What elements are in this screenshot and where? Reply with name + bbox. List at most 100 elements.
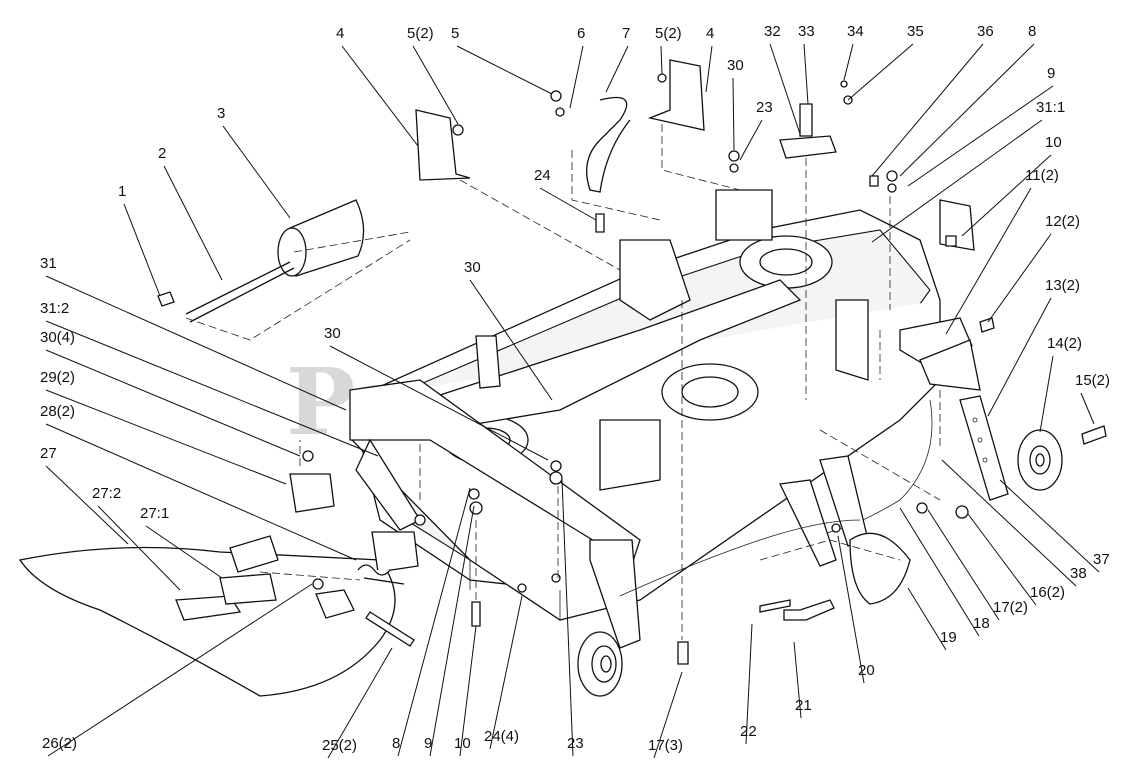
leader-line-c-9b bbox=[429, 505, 475, 757]
callout-c-13-2: 13(2) bbox=[1045, 277, 1080, 294]
lift-linkage bbox=[619, 455, 911, 621]
callout-c-19: 19 bbox=[940, 629, 957, 646]
leader-line-c-20 bbox=[837, 535, 865, 684]
callout-c-8a: 8 bbox=[1028, 23, 1036, 40]
callout-c-22: 22 bbox=[740, 723, 757, 740]
callout-c-38: 38 bbox=[1070, 565, 1087, 582]
leader-line-c-15-2 bbox=[1080, 392, 1095, 425]
leader-line-c-5-2a bbox=[412, 45, 459, 125]
leader-line-c-12-2 bbox=[987, 233, 1052, 323]
leader-line-c-38 bbox=[941, 459, 1077, 587]
leader-line-c-28-2 bbox=[45, 423, 357, 561]
callout-c-9b: 9 bbox=[424, 735, 432, 752]
leader-line-c-4a bbox=[341, 45, 419, 147]
leader-line-c-34 bbox=[843, 43, 854, 81]
leader-line-c-13-2 bbox=[987, 297, 1052, 417]
leader-line-c-23b bbox=[561, 479, 574, 757]
callout-c-6: 6 bbox=[577, 25, 585, 42]
callout-c-29-2: 29(2) bbox=[40, 369, 75, 386]
leader-line-c-27-1 bbox=[145, 525, 223, 579]
leader-line-c-14-2 bbox=[1039, 355, 1054, 433]
callout-c-5-2b: 5(2) bbox=[655, 25, 682, 42]
callout-c-15-2: 15(2) bbox=[1075, 372, 1110, 389]
leader-line-c-1 bbox=[123, 203, 161, 297]
leader-line-c-26-2 bbox=[47, 583, 313, 757]
leader-line-c-23a bbox=[739, 119, 763, 161]
callout-c-30a: 30 bbox=[727, 57, 744, 74]
callout-c-27: 27 bbox=[40, 445, 57, 462]
leader-line-c-30a bbox=[732, 77, 735, 151]
callout-c-27-2: 27:2 bbox=[92, 485, 121, 502]
callout-c-5: 5 bbox=[451, 25, 459, 42]
leader-line-c-6 bbox=[569, 45, 584, 109]
leader-line-c-31 bbox=[45, 275, 347, 411]
leader-line-c-4b bbox=[705, 45, 713, 93]
callout-c-16-2: 16(2) bbox=[1030, 584, 1065, 601]
front-bracket bbox=[349, 379, 641, 649]
callout-c-10a: 10 bbox=[1045, 134, 1062, 151]
leader-line-c-8a bbox=[899, 43, 1035, 177]
leader-line-c-8b bbox=[397, 487, 471, 757]
callout-c-8b: 8 bbox=[392, 735, 400, 752]
callout-c-1: 1 bbox=[118, 183, 126, 200]
callout-c-12-2: 12(2) bbox=[1045, 213, 1080, 230]
lower-hardware bbox=[468, 300, 689, 665]
callout-c-14-2: 14(2) bbox=[1047, 335, 1082, 352]
callout-c-2: 2 bbox=[158, 145, 166, 162]
leader-line-c-5-2b bbox=[660, 45, 663, 75]
callout-c-37: 37 bbox=[1093, 551, 1110, 568]
leader-line-c-9a bbox=[907, 85, 1054, 187]
callout-c-34: 34 bbox=[847, 23, 864, 40]
callout-c-35: 35 bbox=[907, 23, 924, 40]
leader-line-c-3 bbox=[222, 125, 291, 219]
leader-line-c-17-2 bbox=[927, 509, 1000, 621]
leader-line-c-30-4 bbox=[45, 349, 301, 457]
leader-line-c-5 bbox=[456, 45, 553, 95]
callout-c-25-2: 25(2) bbox=[322, 737, 357, 754]
leader-line-c-36 bbox=[871, 43, 984, 177]
upper-brackets bbox=[415, 59, 898, 400]
leader-line-c-2 bbox=[163, 165, 223, 281]
callout-c-20: 20 bbox=[858, 662, 875, 679]
callout-c-36: 36 bbox=[977, 23, 994, 40]
callout-c-27-1: 27:1 bbox=[140, 505, 169, 522]
leader-line-c-25-2 bbox=[327, 647, 393, 759]
callout-c-23a: 23 bbox=[756, 99, 773, 116]
leader-line-c-27 bbox=[45, 465, 129, 545]
callout-c-32: 32 bbox=[764, 23, 781, 40]
leader-line-c-24-4 bbox=[489, 595, 523, 750]
leader-line-c-10b bbox=[459, 625, 477, 757]
roller-assembly bbox=[157, 199, 411, 341]
leader-line-c-27-2 bbox=[97, 505, 181, 591]
leader-line-c-30b bbox=[469, 279, 553, 401]
callout-c-30-4: 30(4) bbox=[40, 329, 75, 346]
right-side-parts bbox=[819, 199, 1107, 535]
callout-c-18: 18 bbox=[973, 615, 990, 632]
callout-c-23b: 23 bbox=[567, 735, 584, 752]
callout-c-4a: 4 bbox=[336, 25, 344, 42]
leader-line-c-37 bbox=[999, 479, 1100, 573]
leader-line-c-31-1 bbox=[871, 119, 1043, 243]
leader-line-c-24a bbox=[539, 187, 597, 221]
callout-c-17-2: 17(2) bbox=[993, 599, 1028, 616]
callout-c-5-2a: 5(2) bbox=[407, 25, 434, 42]
leader-line-c-18 bbox=[899, 507, 980, 637]
callout-c-3: 3 bbox=[217, 105, 225, 122]
leader-line-c-22 bbox=[745, 623, 753, 745]
leader-line-c-11-2 bbox=[945, 187, 1032, 335]
leader-line-c-31-2 bbox=[45, 320, 379, 457]
leader-line-c-32 bbox=[769, 43, 801, 135]
leader-line-c-17-3 bbox=[653, 671, 683, 759]
leader-line-c-16-2 bbox=[967, 513, 1037, 606]
leader-line-c-29-2 bbox=[45, 389, 287, 485]
callout-c-30c: 30 bbox=[324, 325, 341, 342]
callout-c-30b: 30 bbox=[464, 259, 481, 276]
callout-c-28-2: 28(2) bbox=[40, 403, 75, 420]
callout-c-24-4: 24(4) bbox=[484, 728, 519, 745]
callout-c-9a: 9 bbox=[1047, 65, 1055, 82]
discharge-deflector bbox=[18, 440, 426, 697]
leader-line-c-19 bbox=[907, 587, 947, 651]
callout-c-17-3: 17(3) bbox=[648, 737, 683, 754]
